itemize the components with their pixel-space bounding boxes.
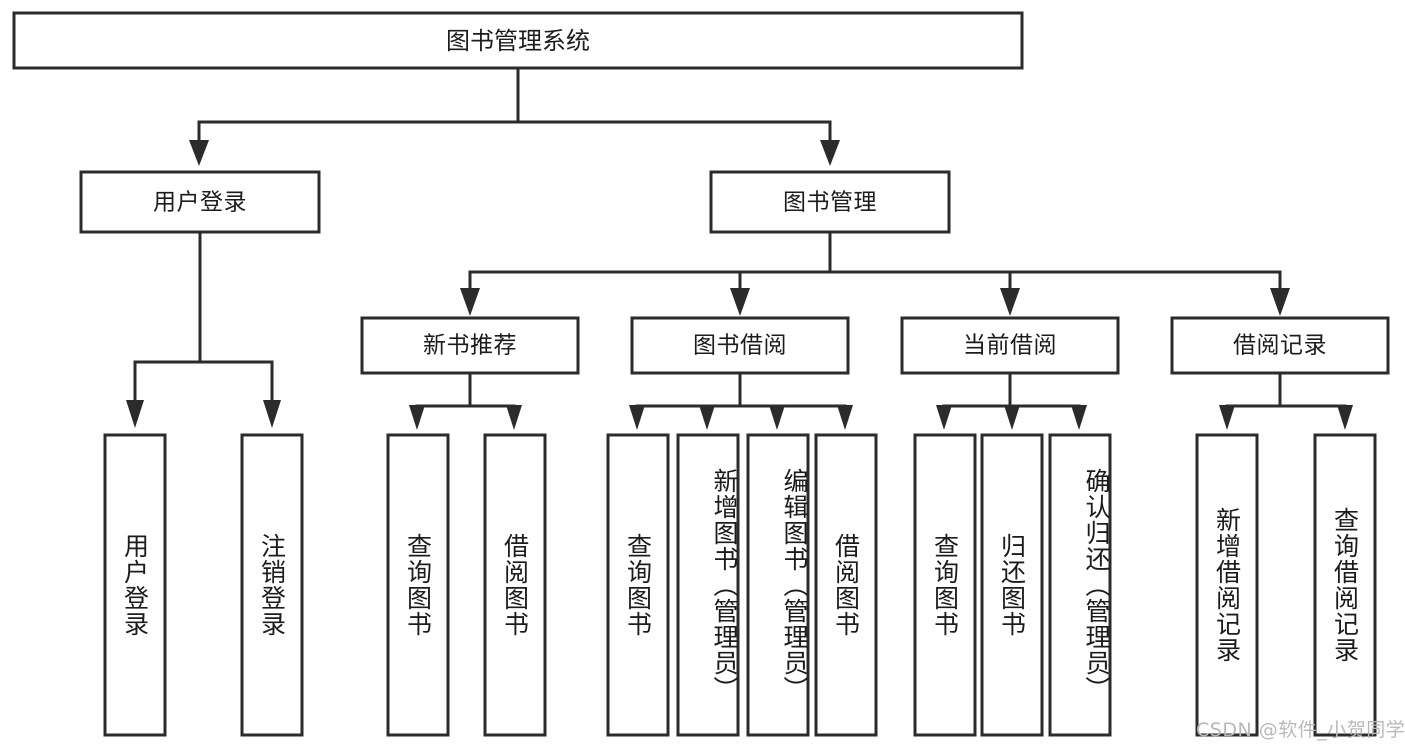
leaf-box-book-borrow-2[interactable] [676, 433, 740, 737]
leaf-box-current-borrow-1[interactable] [913, 433, 977, 737]
arrow-head-bookmgmt [820, 140, 840, 166]
arrow-head-newbook-leaf2 [506, 405, 522, 430]
leaf-box-current-borrow-2[interactable] [980, 433, 1044, 737]
node-user-login-label: 用户登录 [153, 190, 247, 216]
arrow-head-bookborrow-leaf3 [769, 405, 785, 430]
node-book-management-label: 图书管理 [783, 190, 877, 216]
node-root-box[interactable] [12, 11, 1024, 70]
node-root-label: 图书管理系统 [446, 27, 590, 55]
node-new-book-recommend-box[interactable] [360, 316, 580, 375]
leaf-box-book-borrow-4[interactable] [814, 433, 878, 737]
watermark-text: CSDN @软件_小贺同学 [1196, 719, 1405, 741]
node-current-borrow-label: 当前借阅 [963, 333, 1057, 359]
arrow-head-bookborrow-leaf4 [837, 405, 853, 430]
arrow-head-userlogin-leaf1 [126, 400, 144, 428]
arrow-head-bookborrow-leaf1 [629, 405, 645, 430]
node-book-borrow-label: 图书借阅 [693, 333, 787, 359]
node-current-borrow-box[interactable] [900, 316, 1120, 375]
arrow-head-borrowrecord-leaf1 [1219, 405, 1235, 430]
arrow-head-bookborrow-leaf2 [699, 405, 715, 430]
arrow-head-currentborrow-leaf2 [1004, 405, 1020, 430]
leaf-box-user-login-1[interactable] [103, 433, 167, 737]
arrow-head-bookborrow [730, 288, 750, 316]
node-borrow-record-label: 借阅记录 [1233, 333, 1327, 359]
arrow-head-newbook [460, 288, 480, 316]
leaf-box-borrow-record-1[interactable] [1195, 433, 1259, 737]
leaf-box-new-book-1[interactable] [386, 433, 450, 737]
arrow-head-borrowrecord [1270, 288, 1290, 316]
leaf-box-current-borrow-3[interactable] [1048, 433, 1112, 737]
arrow-head-currentborrow-leaf1 [936, 405, 952, 430]
arrow-head-userlogin [189, 140, 209, 166]
leaf-box-new-book-2[interactable] [483, 433, 547, 737]
arrow-head-currentborrow [1000, 288, 1020, 316]
leaf-box-book-borrow-1[interactable] [606, 433, 670, 737]
node-borrow-record-box[interactable] [1170, 316, 1390, 375]
leaf-box-borrow-record-2[interactable] [1313, 433, 1377, 737]
node-book-management-box[interactable] [709, 170, 951, 234]
arrow-head-borrowrecord-leaf2 [1337, 405, 1353, 430]
node-book-borrow-box[interactable] [630, 316, 850, 375]
arrow-head-newbook-leaf1 [409, 405, 425, 430]
node-new-book-recommend-label: 新书推荐 [423, 333, 517, 359]
arrow-head-userlogin-leaf2 [263, 400, 281, 428]
arrow-head-currentborrow-leaf3 [1071, 405, 1087, 430]
leaf-box-user-login-2[interactable] [240, 433, 304, 737]
leaf-box-book-borrow-3[interactable] [746, 433, 810, 737]
